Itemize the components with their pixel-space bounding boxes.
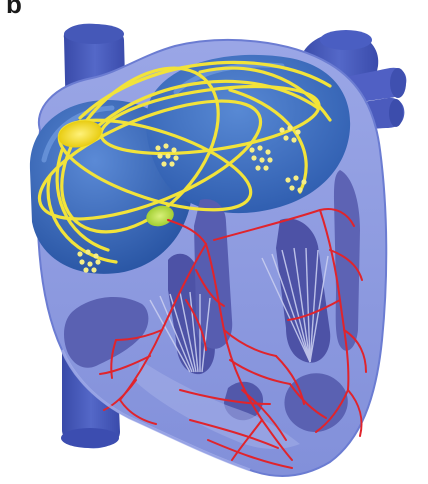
pv-upper-opening	[390, 68, 406, 98]
aorta-opening	[320, 30, 372, 50]
ivc-opening	[61, 428, 119, 448]
ventricle-wall-right	[334, 170, 360, 351]
svc-opening	[64, 24, 124, 44]
pv-lower-opening	[389, 99, 403, 127]
